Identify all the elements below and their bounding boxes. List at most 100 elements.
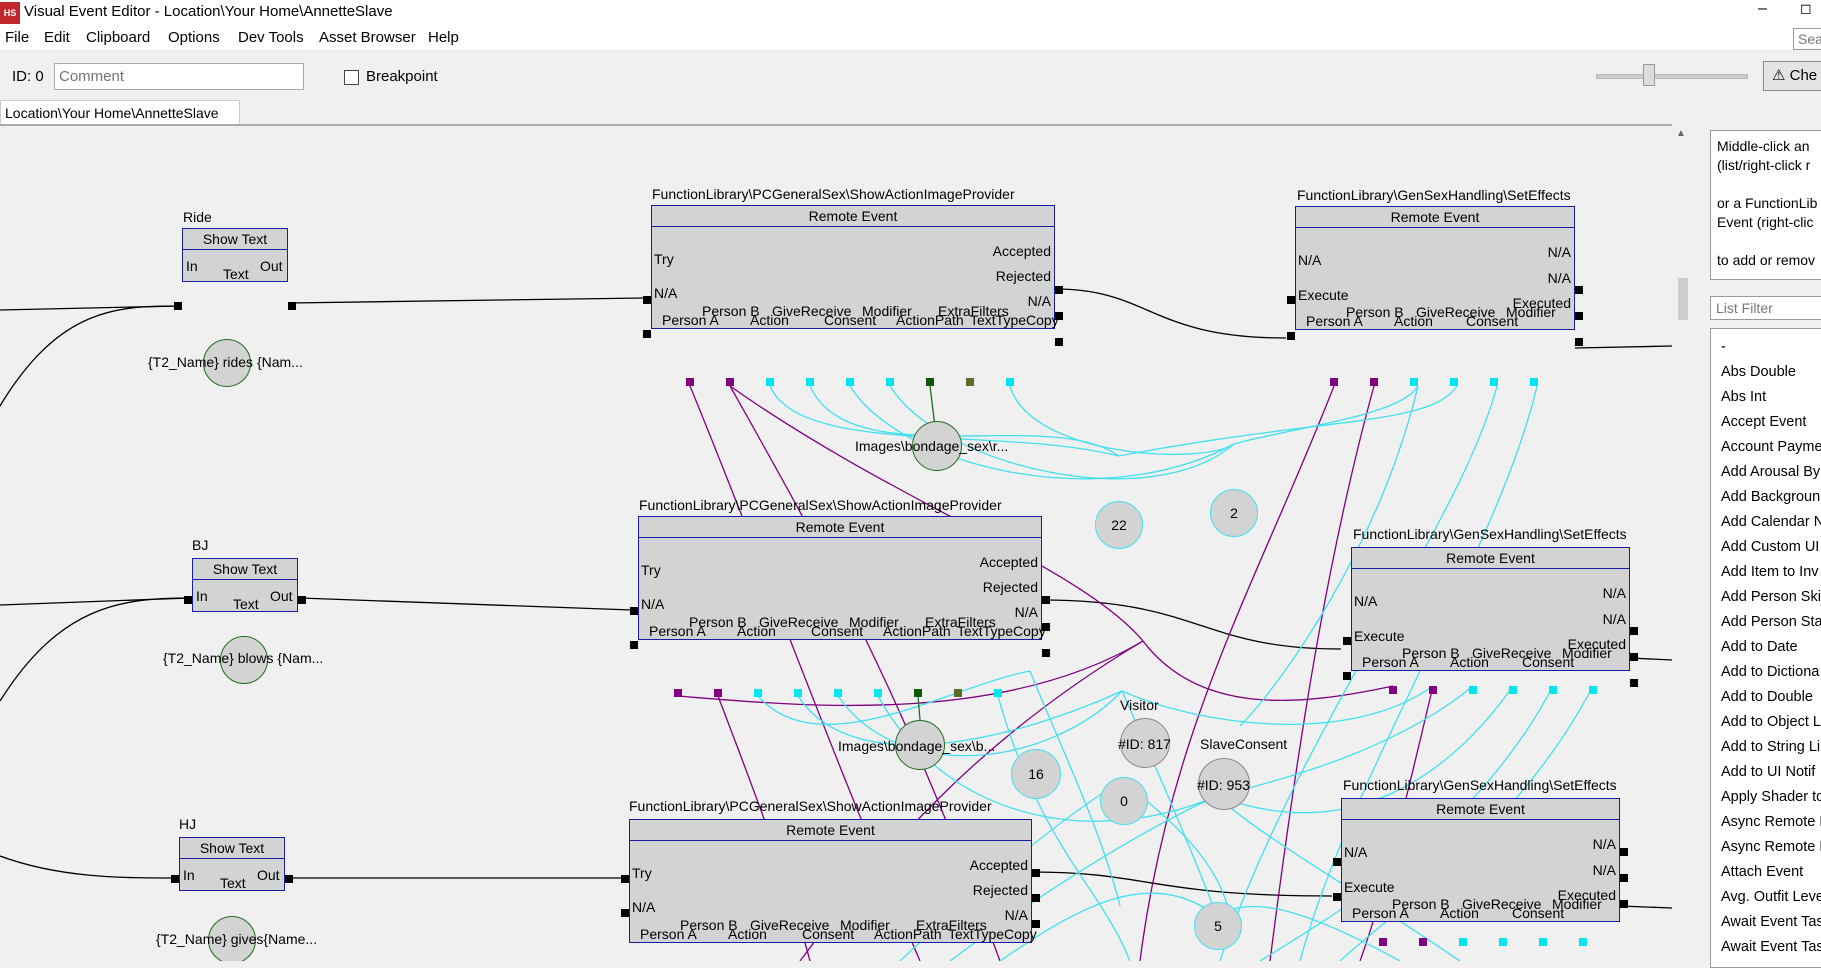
scroll-up-icon[interactable]: ▲	[1676, 128, 1686, 139]
pin-na-out2[interactable]	[1620, 874, 1628, 882]
text-value-node[interactable]	[208, 916, 256, 961]
number-node-22[interactable]: 22	[1095, 501, 1143, 549]
scrollbar-thumb[interactable]	[1678, 278, 1688, 320]
remote-event-node-se-2[interactable]: Remote Event N/A Execute N/A N/A Execute…	[1351, 547, 1630, 671]
pin-action[interactable]	[1459, 938, 1467, 946]
image-path-node[interactable]	[912, 421, 962, 471]
pin-modifier[interactable]	[886, 378, 894, 386]
pin-extra-filters[interactable]	[954, 689, 962, 697]
menu-file[interactable]: File	[5, 29, 30, 46]
pin-modifier[interactable]	[874, 689, 882, 697]
list-item[interactable]: Add Arousal By	[1721, 464, 1821, 480]
pin-na[interactable]	[643, 330, 651, 338]
vertical-scrollbar[interactable]	[1672, 126, 1690, 961]
show-text-node-hj[interactable]: Show Text In Out Text	[179, 837, 285, 891]
pin-execute[interactable]	[1333, 893, 1341, 901]
list-item[interactable]: Add to Double	[1721, 689, 1813, 705]
pin-na[interactable]	[1343, 637, 1351, 645]
pin-person-b[interactable]	[1419, 938, 1427, 946]
pin-action[interactable]	[1410, 378, 1418, 386]
pin-na[interactable]	[630, 641, 638, 649]
pin-person-a[interactable]	[1379, 938, 1387, 946]
pin-out[interactable]	[298, 596, 306, 604]
pin-give-receive[interactable]	[806, 378, 814, 386]
pin-give-receive[interactable]	[1450, 378, 1458, 386]
show-text-node-ride[interactable]: Show Text In Out Text	[182, 228, 288, 282]
pin-person-a[interactable]	[1330, 378, 1338, 386]
list-filter-input[interactable]: List Filter	[1710, 296, 1821, 320]
list-item[interactable]: Async Remote E	[1721, 839, 1821, 855]
pin-accepted[interactable]	[1032, 869, 1040, 877]
menu-clipboard[interactable]: Clipboard	[86, 29, 151, 46]
list-item[interactable]: Add Item to Inv	[1721, 564, 1819, 580]
pin-executed[interactable]	[1630, 679, 1638, 687]
pin-execute[interactable]	[1287, 332, 1295, 340]
pin-consent[interactable]	[834, 689, 842, 697]
graph-canvas[interactable]: Ride Show Text In Out Text {T2_Name} rid…	[0, 126, 1672, 961]
list-item[interactable]: Apply Shader to	[1721, 789, 1821, 805]
pin-action-path[interactable]	[914, 689, 922, 697]
pin-person-b[interactable]	[726, 378, 734, 386]
pin-accepted[interactable]	[1055, 286, 1063, 294]
pin-executed[interactable]	[1575, 338, 1583, 346]
list-item[interactable]: Await Event Tas	[1721, 939, 1821, 955]
list-item[interactable]: Add Person Ski	[1721, 589, 1821, 605]
list-item[interactable]: Add to Object L	[1721, 714, 1821, 730]
list-item[interactable]: Await Event Tas	[1721, 914, 1821, 930]
pin-modifier[interactable]	[1530, 378, 1538, 386]
pin-modifier[interactable]	[1579, 938, 1587, 946]
pin-person-b[interactable]	[1370, 378, 1378, 386]
menu-help[interactable]: Help	[428, 29, 459, 46]
pin-na-out[interactable]	[1032, 920, 1040, 928]
pin-in[interactable]	[184, 596, 192, 604]
list-item[interactable]: Attach Event	[1721, 864, 1804, 880]
list-item[interactable]: Async Remote E	[1721, 814, 1821, 830]
list-item[interactable]: Add to Dictiona	[1721, 664, 1820, 680]
breakpoint-checkbox[interactable]	[344, 70, 359, 85]
number-node-2[interactable]: 2	[1210, 489, 1258, 537]
remote-event-node-se-1[interactable]: Remote Event N/A Execute N/A N/A Execute…	[1295, 206, 1575, 330]
pin-consent[interactable]	[846, 378, 854, 386]
number-node-16[interactable]: 16	[1011, 749, 1061, 799]
pin-action[interactable]	[1469, 686, 1477, 694]
pin-person-b[interactable]	[714, 689, 722, 697]
comment-input[interactable]	[54, 63, 304, 90]
check-button[interactable]: ⚠ Che	[1763, 61, 1821, 91]
pin-action[interactable]	[766, 378, 774, 386]
pin-out[interactable]	[288, 302, 296, 310]
list-item[interactable]: Abs Int	[1721, 389, 1767, 405]
tab-location[interactable]: Location\Your Home\AnnetteSlave	[0, 100, 240, 124]
pin-try[interactable]	[621, 875, 629, 883]
slave-consent-node[interactable]	[1198, 758, 1250, 810]
menu-asset-browser[interactable]: Asset Browser	[319, 29, 416, 46]
pin-out[interactable]	[285, 875, 293, 883]
remote-event-node-sai-2[interactable]: Remote Event Try N/A Accepted Rejected N…	[638, 516, 1046, 640]
menu-dev-tools[interactable]: Dev Tools	[238, 29, 304, 46]
pin-in[interactable]	[174, 302, 182, 310]
text-value-node[interactable]	[220, 636, 268, 684]
pin-consent[interactable]	[1549, 686, 1557, 694]
list-item[interactable]: Add to Date	[1721, 639, 1798, 655]
list-item[interactable]: Add to UI Notif	[1721, 764, 1816, 780]
list-item[interactable]: Accept Event	[1721, 414, 1807, 430]
pin-person-a[interactable]	[1389, 686, 1397, 694]
pin-na[interactable]	[621, 909, 629, 917]
zoom-slider-track[interactable]	[1596, 74, 1748, 79]
maximize-icon[interactable]: ◻	[1800, 0, 1812, 16]
function-list[interactable]: - Abs Double Abs Int Accept Event Accoun…	[1710, 328, 1821, 968]
text-value-node[interactable]	[203, 339, 251, 387]
pin-na-out[interactable]	[1575, 286, 1583, 294]
pin-na-out2[interactable]	[1575, 312, 1583, 320]
pin-person-b[interactable]	[1429, 686, 1437, 694]
pin-give-receive[interactable]	[794, 689, 802, 697]
minimize-icon[interactable]: –	[1758, 0, 1767, 17]
search-input[interactable]	[1793, 28, 1821, 50]
list-item[interactable]: Abs Double	[1721, 364, 1796, 380]
show-text-node-bj[interactable]: Show Text In Out Text	[192, 558, 298, 612]
pin-person-a[interactable]	[686, 378, 694, 386]
menu-options[interactable]: Options	[168, 29, 220, 46]
pin-in[interactable]	[171, 875, 179, 883]
list-item[interactable]: Add Person Sta	[1721, 614, 1821, 630]
list-item[interactable]: Add Calendar N	[1721, 514, 1821, 530]
list-item[interactable]: Account Payme	[1721, 439, 1821, 455]
